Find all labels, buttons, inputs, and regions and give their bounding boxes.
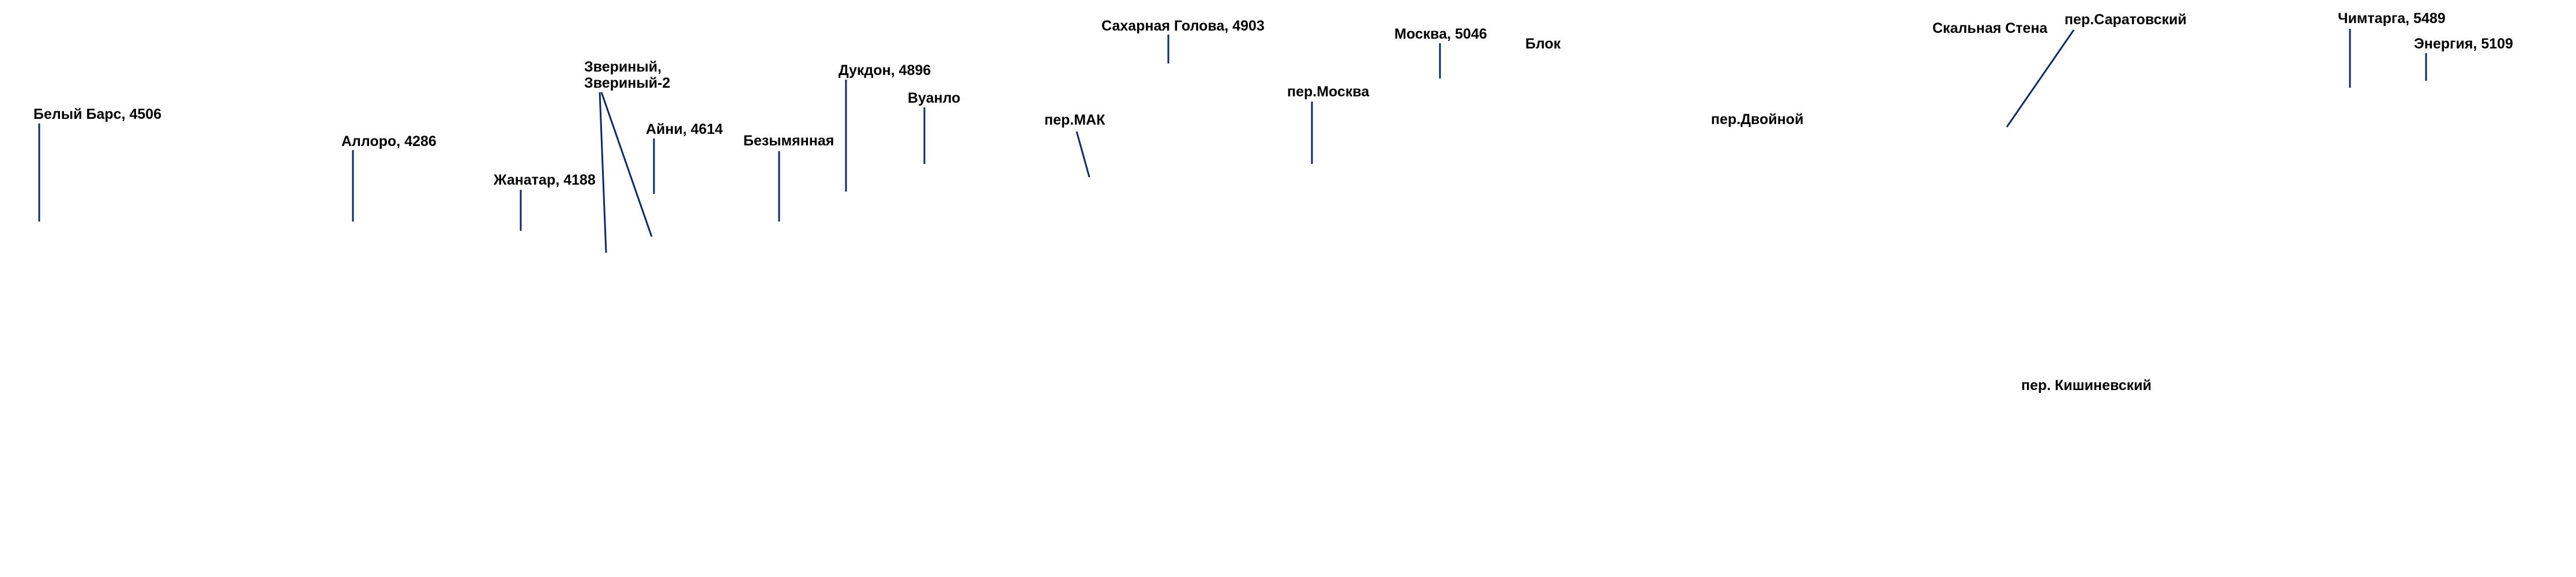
peak-label-zveriniy: Звериный, Звериный-2 (584, 59, 670, 253)
pass-label-per-kishinevskiy: пер. Кишиневский (2021, 377, 2152, 394)
label-text: Вуанло (908, 90, 960, 106)
peak-label-beliy-bars: Белый Барс, 4506 (33, 106, 161, 222)
leader-line (599, 92, 607, 253)
peak-label-alloro: Аллоро, 4286 (341, 133, 437, 222)
peak-label-skalnaya-stena: Скальная Стена (1932, 20, 2048, 36)
peak-label-blok: Блок (1525, 36, 1561, 52)
label-text: пер.Саратовский (2064, 12, 2187, 28)
peak-label-vuanlo: Вуанло (908, 90, 960, 164)
peak-label-energiya: Энергия, 5109 (2414, 36, 2513, 81)
label-text: Москва, 5046 (1394, 26, 1487, 42)
label-text: Аллоро, 4286 (341, 133, 437, 149)
peak-label-dukdon: Дукдон, 4896 (838, 62, 931, 192)
peak-label-moskva: Москва, 5046 (1394, 26, 1487, 78)
label-text: Дукдон, 4896 (838, 62, 931, 78)
leader-line (2006, 29, 2075, 128)
peak-label-chimtarga: Чимтарга, 5489 (2338, 10, 2446, 88)
label-text: пер.Двойной (1711, 111, 1803, 128)
pass-label-per-dvoynoy: пер.Двойной (1711, 111, 1803, 128)
label-text: Блок (1525, 36, 1561, 52)
pass-label-per-mak: пер.МАК (1044, 112, 1105, 178)
label-text: Жанатар, 4188 (493, 172, 596, 188)
label-text-line-1: Звериный, (584, 59, 661, 75)
peak-label-zhanatar: Жанатар, 4188 (493, 172, 596, 231)
label-text: пер.Москва (1287, 84, 1370, 100)
label-text: пер.МАК (1044, 112, 1105, 128)
label-text: Скальная Стена (1932, 20, 2048, 36)
label-text: Айни, 4614 (646, 121, 723, 137)
label-text: Энергия, 5109 (2414, 36, 2513, 52)
leader-line (600, 92, 653, 237)
pass-label-per-saratovskiy: пер.Саратовский (2006, 12, 2187, 128)
label-text: пер. Кишиневский (2021, 377, 2152, 394)
label-text-line-2: Звериный-2 (584, 75, 670, 91)
peak-label-ayni: Айни, 4614 (646, 121, 723, 194)
leader-line (1075, 131, 1090, 178)
label-text: Сахарная Голова, 4903 (1101, 18, 1265, 34)
pass-label-per-moskva: пер.Москва (1287, 84, 1370, 164)
label-text: Безымянная (743, 133, 834, 149)
label-text: Чимтарга, 5489 (2338, 10, 2446, 27)
peak-label-bezymyannaya: Безымянная (743, 133, 834, 222)
peak-label-saharnaya-golova: Сахарная Голова, 4903 (1101, 18, 1265, 63)
label-text: Белый Барс, 4506 (33, 106, 161, 122)
